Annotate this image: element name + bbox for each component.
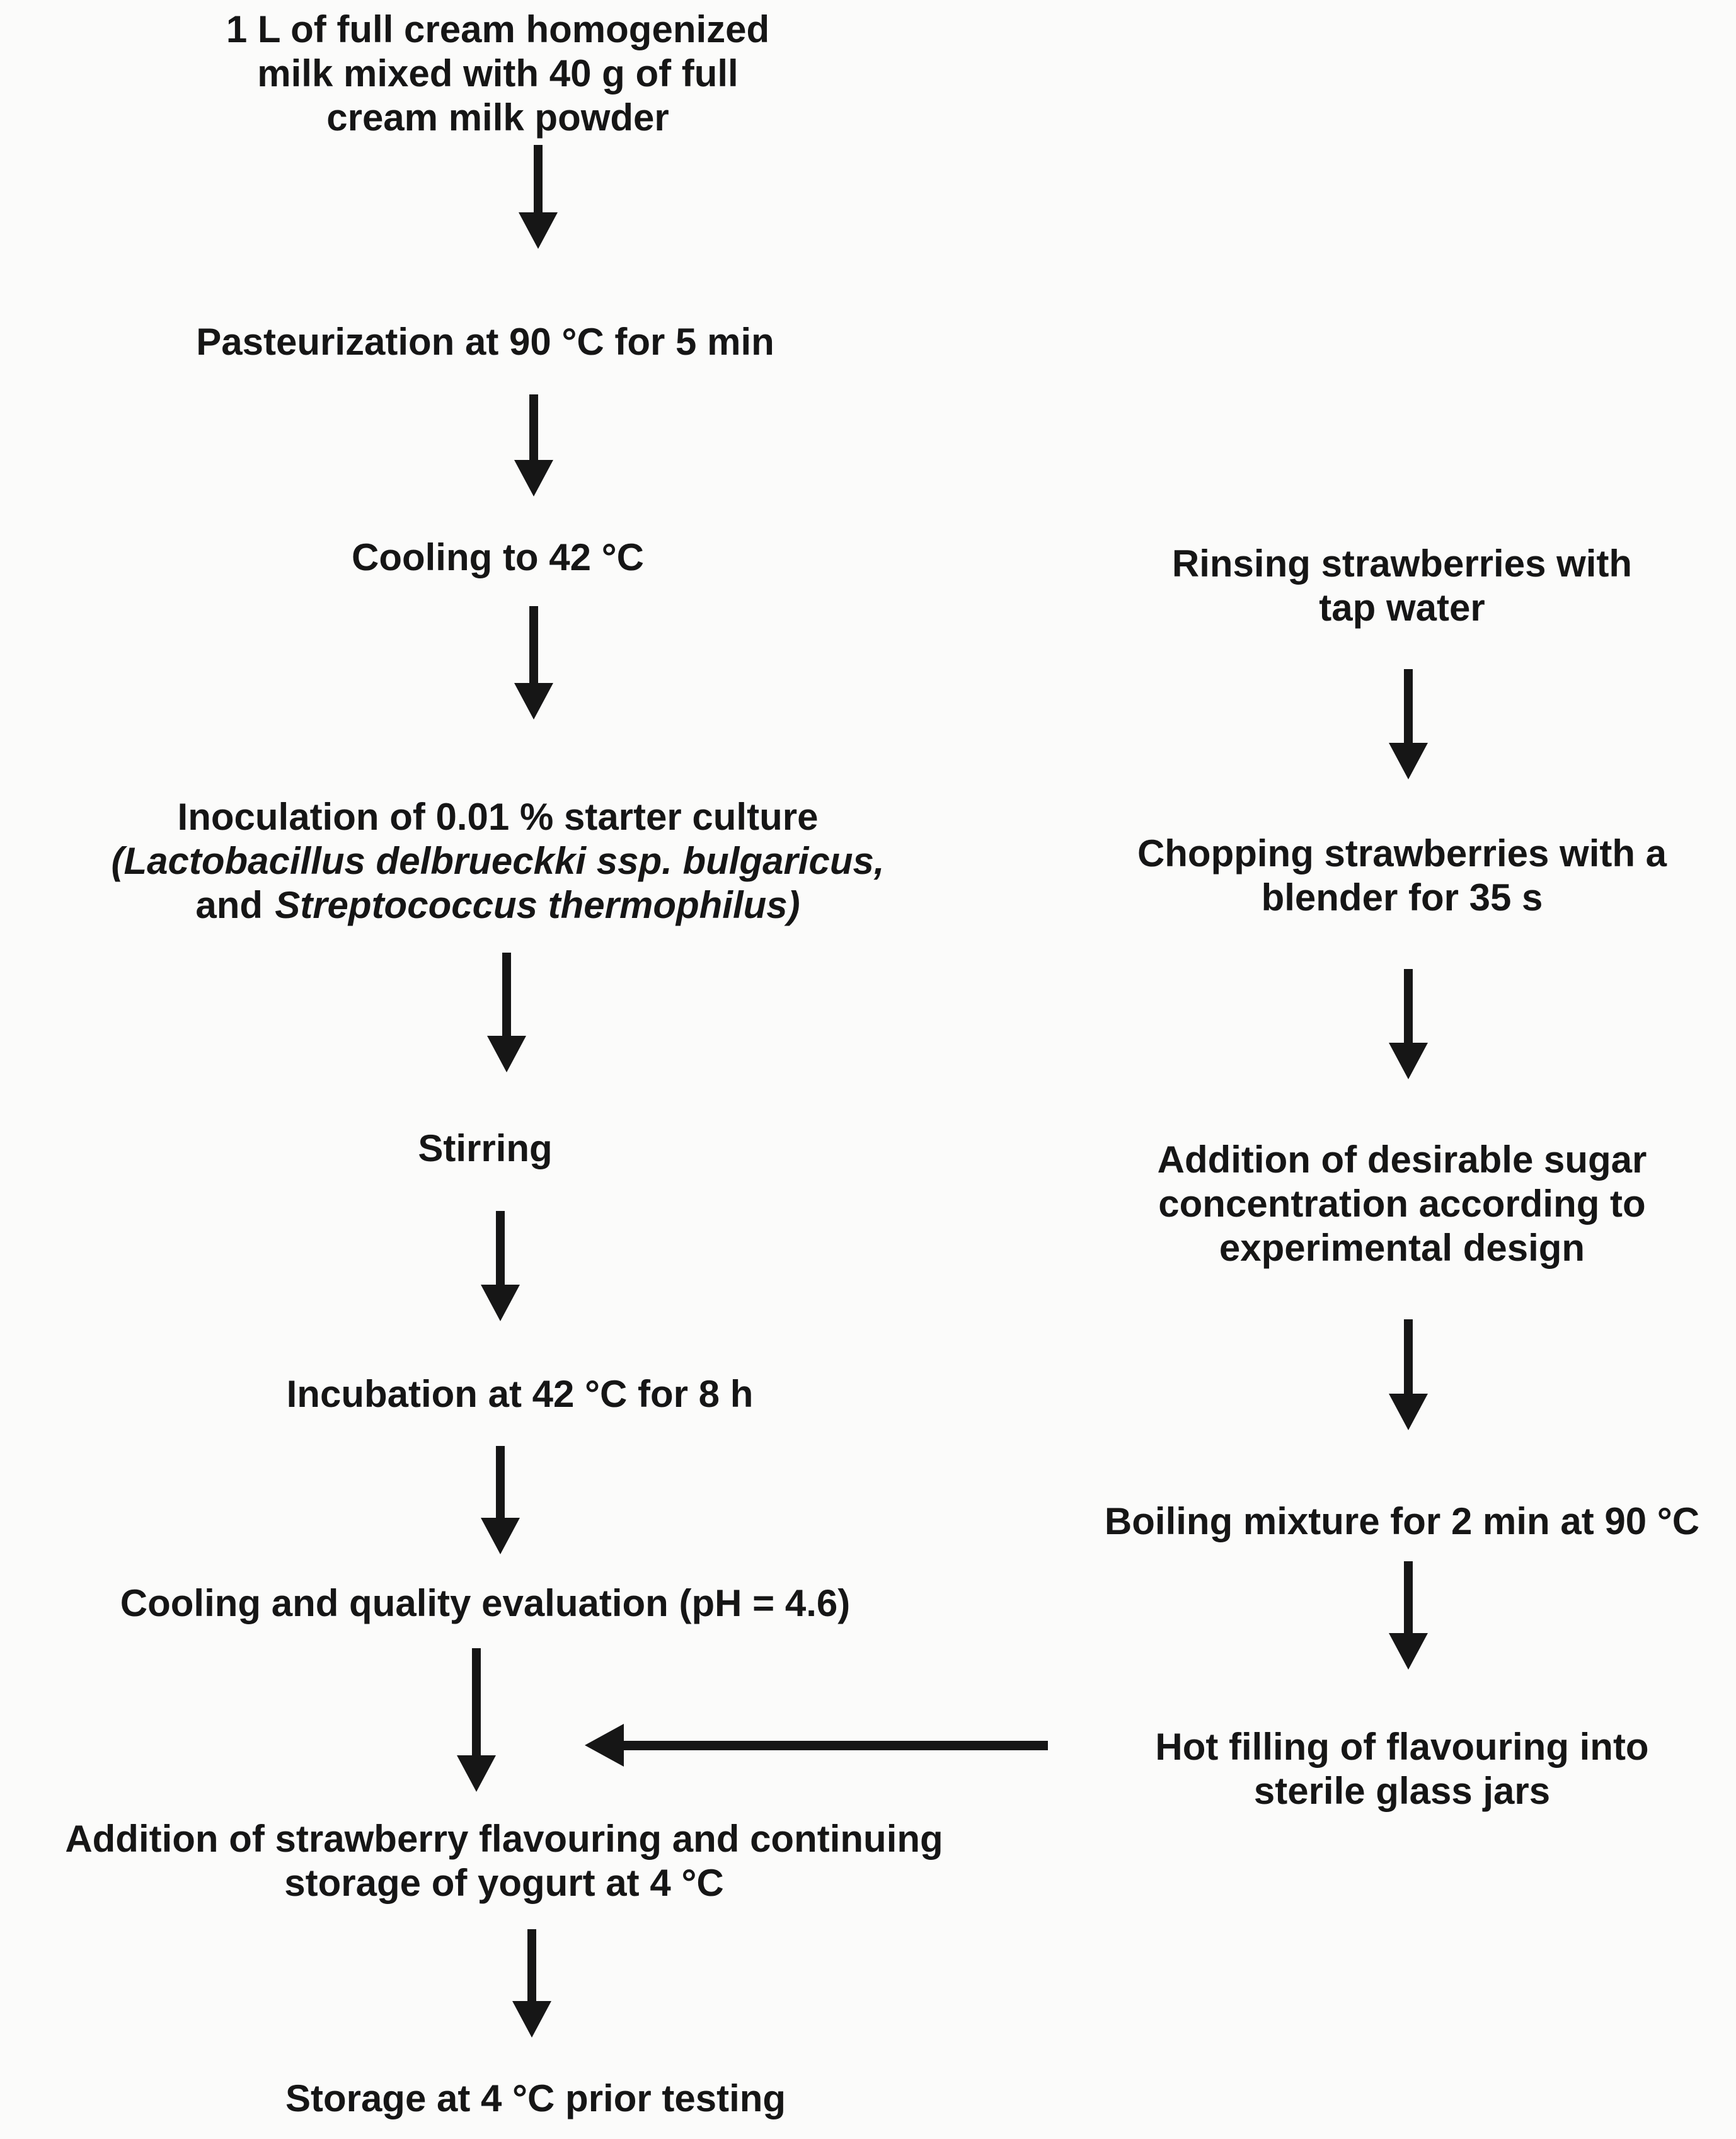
arrow-shaft: [1404, 669, 1413, 743]
arrow-shaft: [527, 1929, 536, 2001]
down-arrow-stirring-to-incubation: [480, 1211, 520, 1321]
step-line: blender for 35 s: [1261, 876, 1543, 919]
step-inoculation: Inoculation of 0.01 % starter culture (L…: [13, 795, 983, 927]
down-arrow-inoculation-to-stirring: [486, 953, 527, 1072]
step-cooling-quality-evaluation: Cooling and quality evaluation (pH = 4.6…: [0, 1581, 970, 1626]
arrow-head: [1389, 1633, 1428, 1670]
step-line: Rinsing strawberries with: [1171, 542, 1633, 585]
step-line: and Streptococcus thermophilus): [13, 883, 983, 927]
arrow-shaft: [502, 953, 511, 1036]
arrow-shaft: [472, 1648, 481, 1755]
step-line: Hot filling of flavouring into: [1155, 1726, 1649, 1768]
step-line: experimental design: [1219, 1227, 1585, 1269]
step-line: storage of yogurt at 4 °C: [284, 1862, 724, 1904]
arrow-shaft: [1404, 1561, 1413, 1633]
arrow-head: [457, 1755, 496, 1792]
step-line: Addition of desirable sugar: [1157, 1138, 1647, 1181]
step-strawberry-flavouring-addition: Addition of strawberry flavouring and co…: [13, 1817, 996, 1905]
arrow-shaft: [529, 394, 538, 460]
step-line: Stirring: [418, 1127, 553, 1169]
arrow-shaft: [496, 1446, 505, 1518]
down-arrow-chopping-to-sugar: [1388, 969, 1428, 1079]
step-final-storage: Storage at 4 °C prior testing: [50, 2077, 1021, 2121]
step-milk-mix: 1 L of full cream homogenized milk mixed…: [13, 8, 983, 140]
step-line: Storage at 4 °C prior testing: [285, 2077, 786, 2119]
step-line-species: (Lactobacillus delbrueckki ssp. bulgaric…: [111, 840, 885, 882]
step-line: 1 L of full cream homogenized: [226, 8, 770, 50]
arrow-head: [585, 1724, 624, 1767]
down-arrow-boiling-to-hot-filling: [1388, 1561, 1428, 1670]
step-line: cream milk powder: [326, 96, 669, 139]
arrow-shaft: [529, 606, 538, 683]
down-arrow-flavouring-to-storage: [512, 1929, 552, 2038]
step-pasteurization: Pasteurization at 90 °C for 5 min: [0, 320, 970, 364]
down-arrow-milk-to-pasteurization: [518, 145, 558, 249]
arrow-head: [481, 1518, 520, 1554]
step-incubation: Incubation at 42 °C for 8 h: [35, 1372, 1005, 1416]
arrow-head: [512, 2001, 551, 2038]
arrow-head: [1389, 1394, 1428, 1430]
step-line: Boiling mixture for 2 min at 90 °C: [1104, 1500, 1700, 1542]
and-label: and: [195, 884, 263, 926]
down-arrow-rinsing-to-chopping: [1388, 669, 1428, 779]
arrow-head: [514, 460, 553, 496]
step-line: Addition of strawberry flavouring and co…: [65, 1818, 943, 1860]
step-line: sterile glass jars: [1253, 1770, 1551, 1812]
step-line: Chopping strawberries with a: [1137, 832, 1667, 875]
arrow-head: [487, 1036, 526, 1072]
step-cooling-42: Cooling to 42 °C: [13, 536, 983, 580]
step-line: Cooling to 42 °C: [352, 536, 644, 578]
arrow-shaft: [1404, 1319, 1413, 1394]
step-line: Incubation at 42 °C for 8 h: [286, 1373, 754, 1415]
step-sugar-addition: Addition of desirable sugar concentratio…: [1068, 1138, 1736, 1270]
arrow-head: [519, 212, 558, 249]
species-label: Streptococcus thermophilus): [275, 884, 800, 926]
step-hot-filling: Hot filling of flavouring into sterile g…: [1068, 1725, 1736, 1813]
step-rinsing-strawberries: Rinsing strawberries with tap water: [1068, 542, 1736, 630]
step-line: concentration according to: [1158, 1183, 1646, 1225]
arrow-shaft: [1404, 969, 1413, 1043]
down-arrow-quality-to-flavouring: [456, 1648, 497, 1792]
arrow-head: [1389, 1043, 1428, 1079]
arrow-head: [481, 1285, 520, 1321]
step-line: tap water: [1319, 587, 1485, 629]
down-arrow-pasteurization-to-cooling: [514, 394, 554, 496]
step-stirring: Stirring: [0, 1127, 970, 1171]
step-chopping-strawberries: Chopping strawberries with a blender for…: [1068, 832, 1736, 920]
arrow-shaft: [534, 145, 543, 212]
down-arrow-sugar-to-boiling: [1388, 1319, 1428, 1430]
step-line: milk mixed with 40 g of full: [257, 52, 739, 95]
arrow-head: [1389, 743, 1428, 779]
step-line: Inoculation of 0.01 % starter culture: [177, 796, 819, 838]
step-line: Cooling and quality evaluation (pH = 4.6…: [120, 1582, 851, 1624]
arrow-shaft: [624, 1740, 1048, 1750]
arrow-head: [514, 683, 553, 720]
left-arrow-hot-filling-to-yogurt: [585, 1724, 1048, 1767]
step-line: Pasteurization at 90 °C for 5 min: [196, 321, 774, 363]
arrow-shaft: [496, 1211, 505, 1285]
down-arrow-incubation-to-quality: [480, 1446, 520, 1554]
down-arrow-cooling-to-inoculation: [514, 606, 554, 720]
step-boiling-mixture: Boiling mixture for 2 min at 90 °C: [1068, 1500, 1736, 1544]
